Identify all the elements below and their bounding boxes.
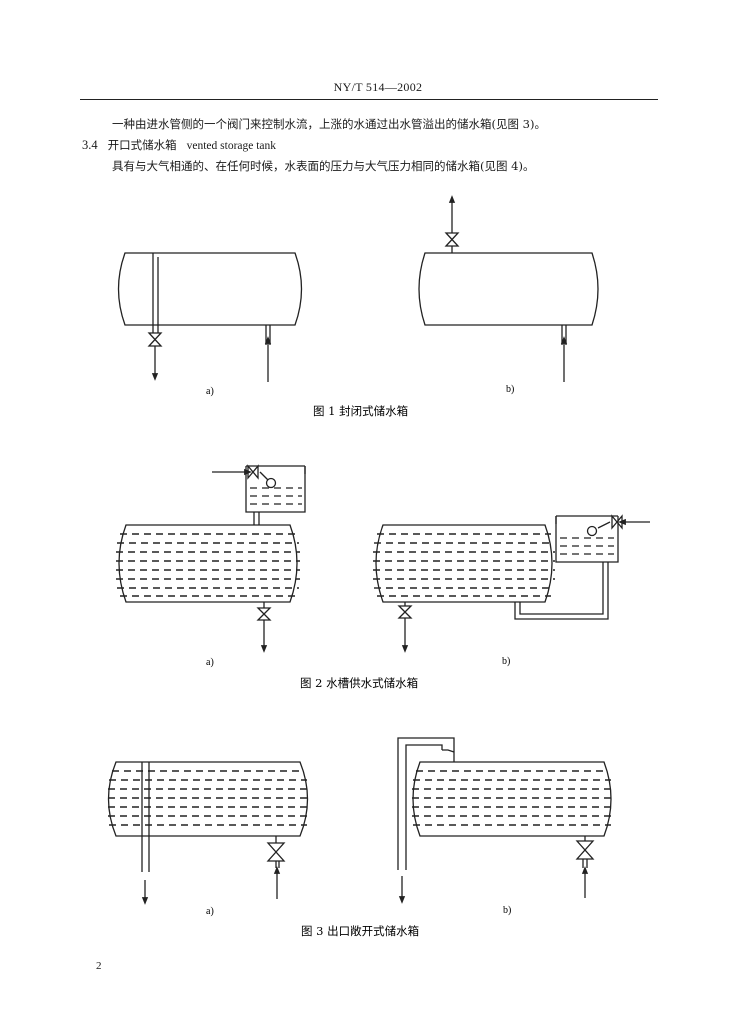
fig1b-closed-tank [418,195,599,382]
fig1-sub-b: b) [506,384,514,395]
fig1-sub-a: a) [206,386,214,397]
fig3-sub-b: b) [503,905,511,916]
fig3-sub-a: a) [206,906,214,917]
fig2-sub-a: a) [206,657,214,668]
valve-icon [397,605,413,619]
fig3-caption: 图 3 出口敞开式储水箱 [301,924,419,938]
fig2b-cistern-fed-tank [373,514,650,653]
valve-icon [444,232,460,247]
header-rule [80,99,658,100]
fig2a-cistern-fed-tank [116,464,306,653]
section-heading: 3.4 开口式储水箱 vented storage tank [82,137,276,153]
fig3a-open-outlet-tank [107,761,309,905]
valve-icon [575,840,595,860]
valve-icon [147,332,163,347]
valve-icon [266,842,286,862]
page-number: 2 [96,960,102,972]
paragraph-line-1: 一种由进水管侧的一个阀门来控制水流，上涨的水通过出水管溢出的储水箱(见图 3)。 [112,117,546,131]
fig2-sub-b: b) [502,656,510,667]
section-title-en: vented storage tank [186,140,277,152]
document-header: NY/T 514—2002 [333,80,423,94]
fig1-caption: 图 1 封闭式储水箱 [313,404,408,418]
section-title-cn: 开口式储水箱 [107,138,177,152]
fig3b-open-outlet-tank [397,737,612,904]
fig1a-closed-tank [117,252,303,382]
section-number: 3.4 [82,138,98,152]
valve-icon [256,607,272,621]
fig2-caption: 图 2 水槽供水式储水箱 [300,676,418,690]
paragraph-line-3: 具有与大气相通的、在任何时候，水表面的压力与大气压力相同的储水箱(见图 4)。 [112,159,535,173]
